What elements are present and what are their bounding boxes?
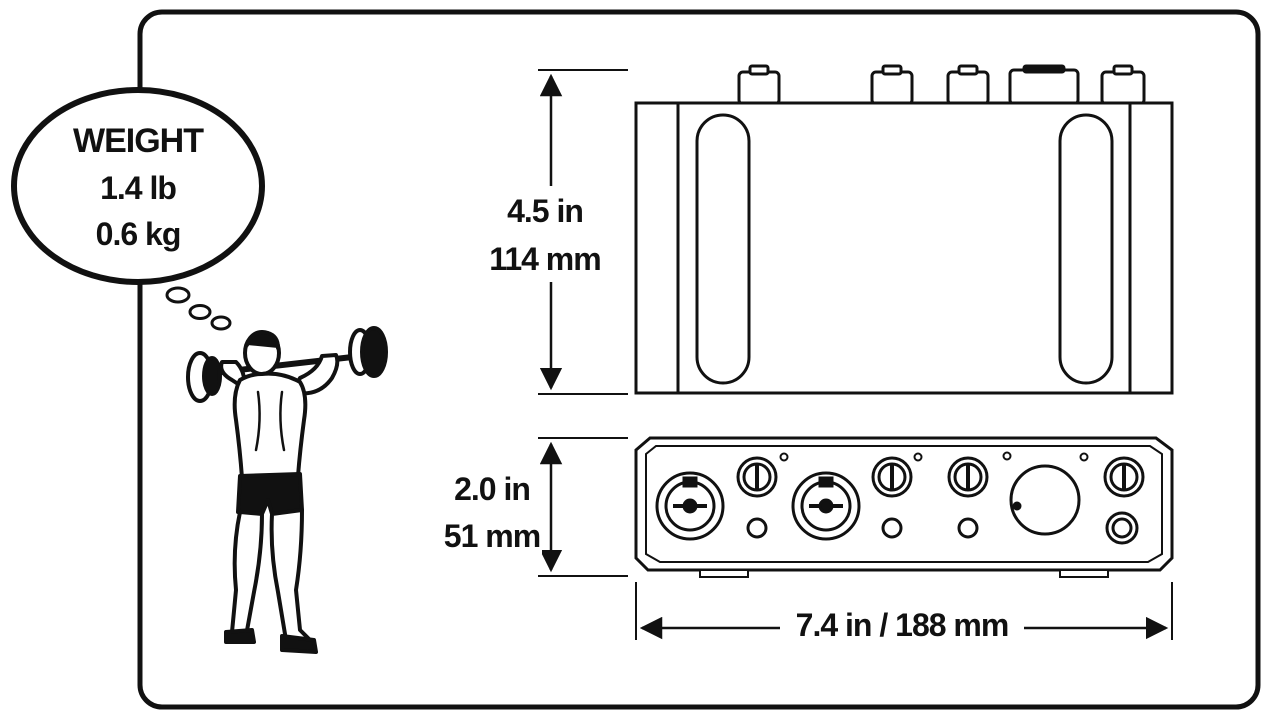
height-metric: 51 mm: [444, 518, 540, 554]
headphone-knob: [1103, 456, 1145, 498]
thought-dot-1: [165, 286, 191, 304]
combo-input-1: [655, 471, 725, 541]
top-knob-2: [870, 70, 914, 106]
gain-knob-1: [736, 456, 778, 498]
thought-dot-3: [210, 315, 232, 331]
interface-front-view: [634, 436, 1174, 578]
combo-input-2: [791, 471, 861, 541]
button-1: [746, 517, 768, 539]
weight-title: WEIGHT: [73, 122, 204, 160]
button-3: [957, 517, 979, 539]
height-dimension: 2.0 in 51 mm: [440, 437, 628, 577]
weight-metric: 0.6 kg: [96, 216, 181, 252]
output-knob: [1009, 464, 1081, 536]
button-2: [881, 517, 903, 539]
gain-knob-2: [871, 456, 913, 498]
headphone-jack: [1105, 511, 1139, 545]
width-label: 7.4 in / 188 mm: [796, 607, 1009, 643]
weight-bubble: WEIGHT 1.4 lb 0.6 kg: [11, 87, 265, 331]
depth-imperial: 4.5 in: [507, 193, 583, 229]
top-knob-4: [1100, 70, 1146, 106]
diagram-frame: [137, 9, 1261, 710]
weight-imperial: 1.4 lb: [100, 170, 176, 206]
width-dimension: 7.4 in / 188 mm: [635, 582, 1173, 648]
top-knob-main: [1008, 68, 1080, 106]
interface-top-view: [634, 64, 1174, 395]
depth-dimension: 4.5 in 114 mm: [486, 69, 628, 395]
weightlifter-icon: [186, 326, 388, 654]
top-knob-1: [737, 70, 781, 106]
depth-metric: 114 mm: [489, 241, 600, 277]
height-imperial: 2.0 in: [454, 471, 530, 507]
top-knob-3: [946, 70, 990, 106]
thought-dot-2: [188, 304, 212, 320]
mix-knob: [947, 456, 989, 498]
